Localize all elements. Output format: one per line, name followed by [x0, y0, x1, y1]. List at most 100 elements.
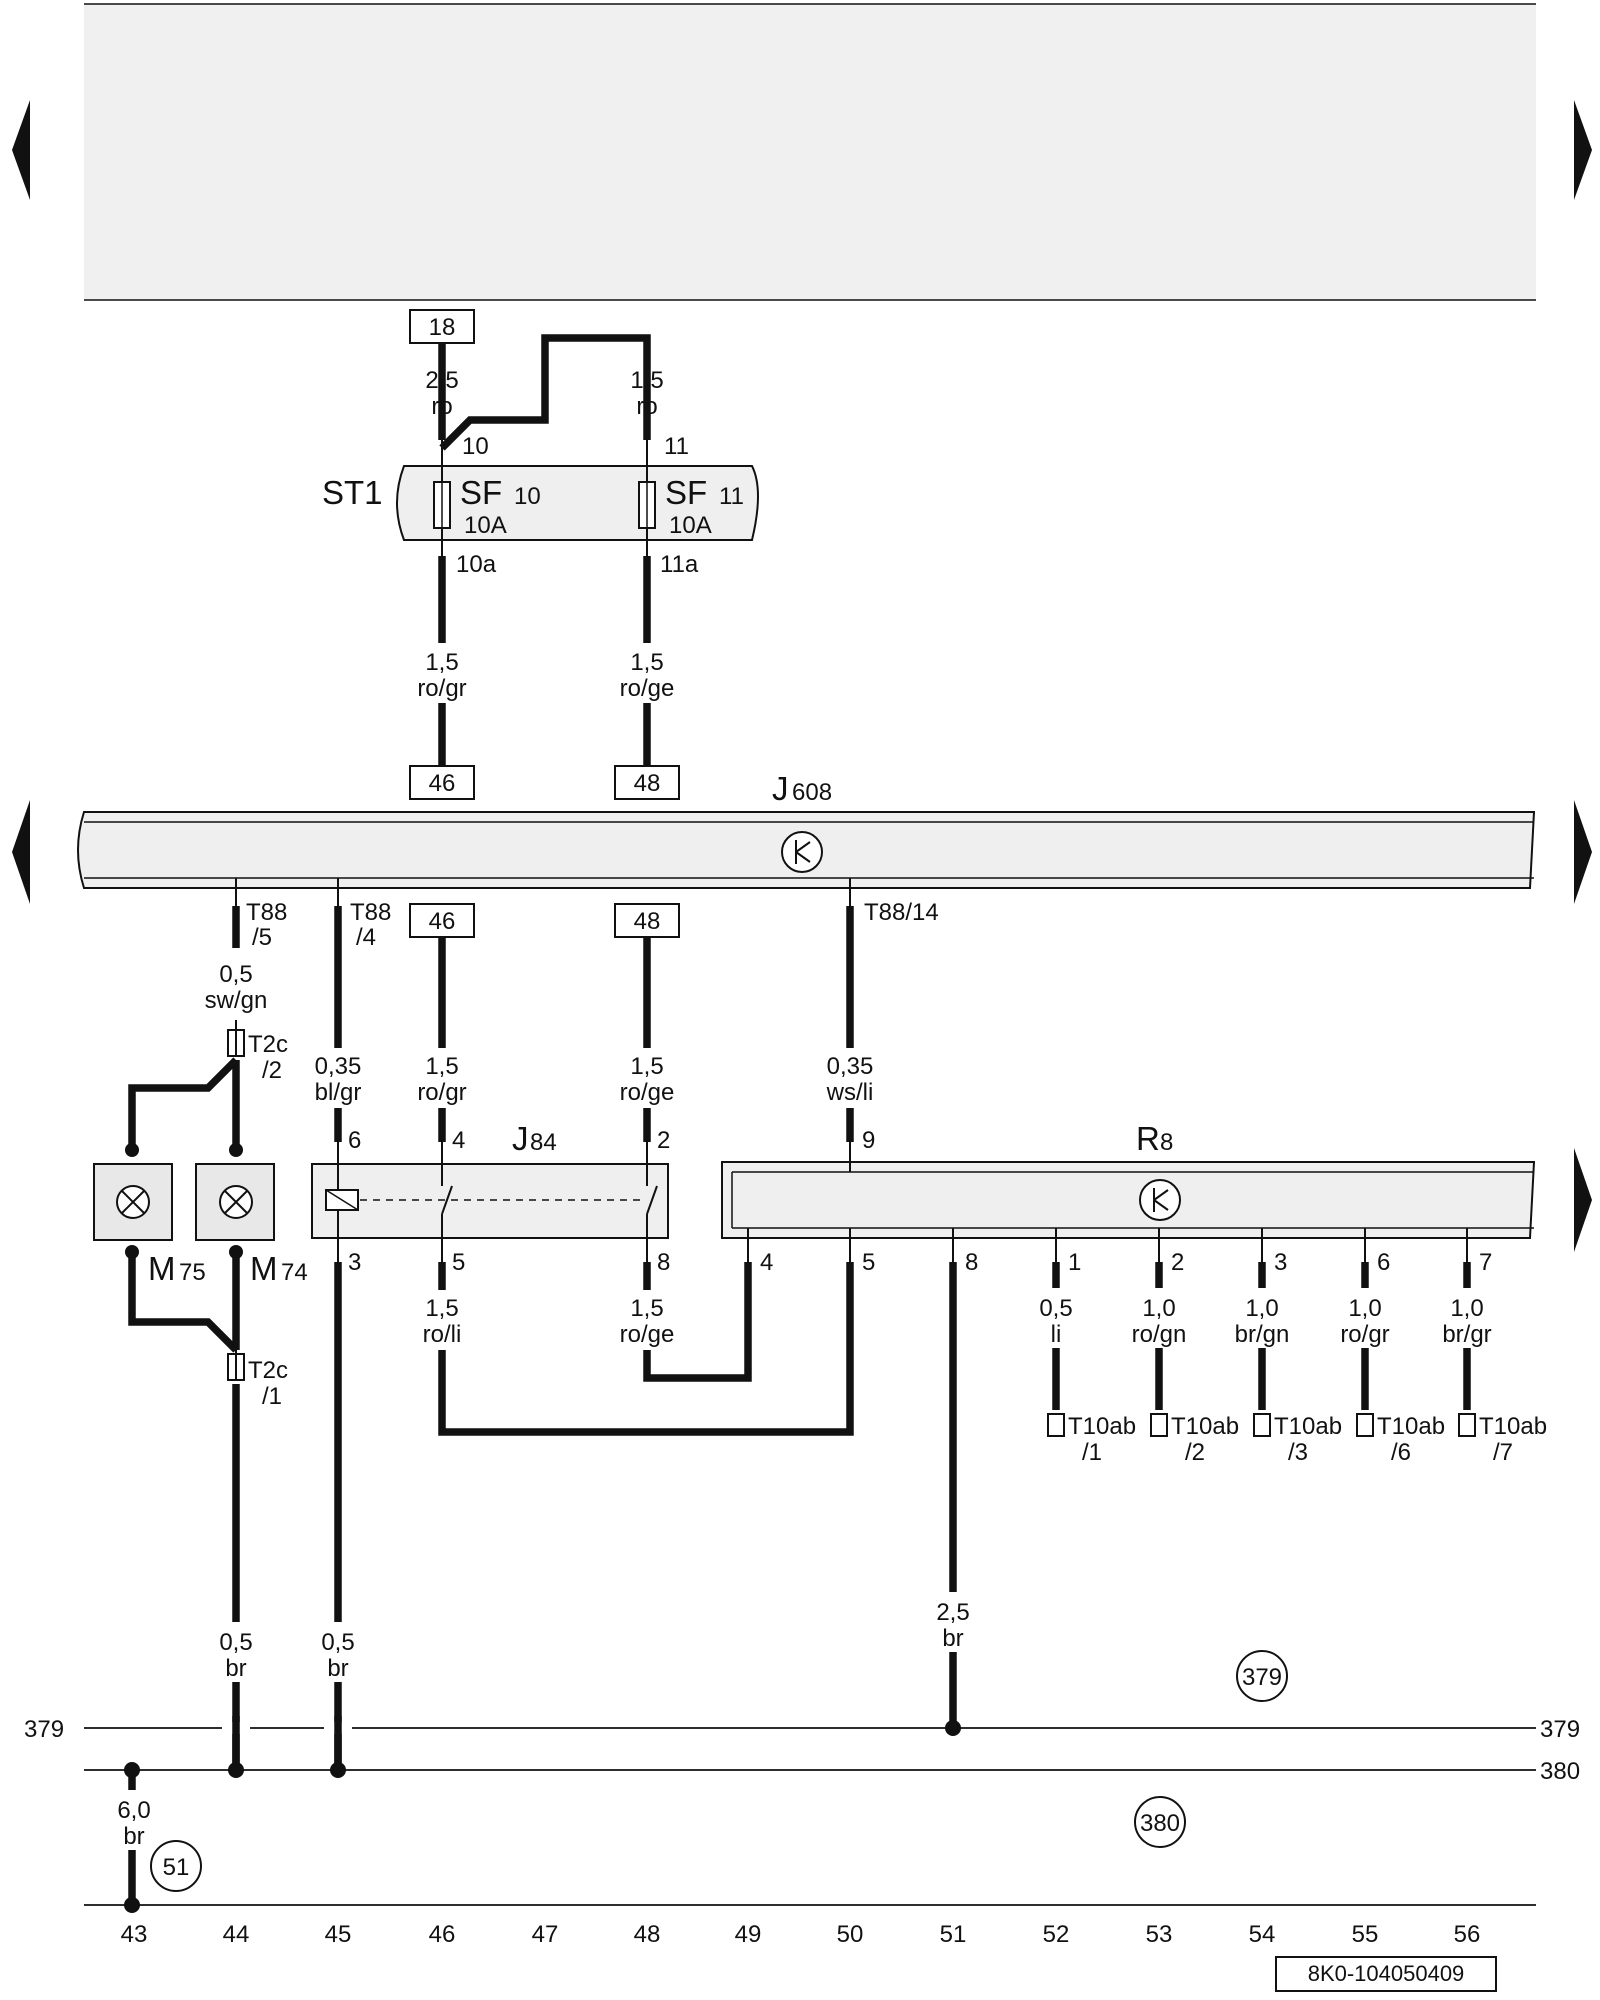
continue-right-arrow-top[interactable]	[1574, 100, 1592, 200]
column-number: 49	[735, 1921, 762, 1948]
pin-label: 4	[760, 1249, 773, 1276]
continue-left-arrow-j608[interactable]	[12, 800, 30, 904]
fuse-number: 11	[719, 483, 744, 510]
column-number: 48	[634, 1921, 661, 1948]
pin-label: 4	[452, 1127, 465, 1154]
column-number: 43	[121, 1921, 148, 1948]
wire-label-bg	[1332, 1288, 1398, 1348]
connector-icon	[1253, 1413, 1271, 1437]
ref-box-48	[614, 765, 680, 800]
r8-output-2: 1,0 ro/gn T10ab /2	[1126, 1262, 1239, 1466]
continue-right-arrow-j608[interactable]	[1574, 800, 1592, 904]
bus-label-left: 379	[24, 1716, 64, 1743]
wire-m75-return	[128, 1252, 239, 1353]
column-number: 47	[532, 1921, 559, 1948]
wire-label-bg	[615, 643, 681, 703]
wire-label-color: ro/ge	[620, 675, 675, 702]
pin-label: 11a	[660, 551, 699, 578]
wire-label-size: 1,5	[425, 1053, 458, 1080]
connector-label: T10ab	[1171, 1413, 1239, 1440]
connector-label: T2c	[248, 1357, 288, 1384]
wire-label-color: ro/ge	[620, 1321, 675, 1348]
pin-label: 2	[1171, 1249, 1184, 1276]
r8-output-6: 1,0 ro/gr T10ab /6	[1332, 1262, 1445, 1466]
continue-right-arrow-r8[interactable]	[1574, 1148, 1592, 1252]
wire-label-size: 0,5	[219, 1629, 252, 1656]
motor-icon-cross	[224, 1190, 248, 1214]
connector-label: T10ab	[1479, 1413, 1547, 1440]
pin-label: T88	[246, 899, 287, 926]
wire-label-size: 1,0	[1245, 1295, 1278, 1322]
ground-point-379	[1236, 1650, 1288, 1702]
wire-label-size: 1,5	[630, 1295, 663, 1322]
column-number: 50	[837, 1921, 864, 1948]
ground-point-380	[1134, 1796, 1186, 1848]
motor-icon-cross	[121, 1190, 145, 1214]
pin-label: 8	[965, 1249, 978, 1276]
wire-label-bg	[1126, 1288, 1192, 1348]
junction-dot	[125, 1143, 139, 1157]
wire-label-bg	[615, 1290, 681, 1350]
module-name: J	[772, 770, 789, 807]
pin-label: 6	[348, 1127, 361, 1154]
document-code-box	[1275, 1956, 1497, 1992]
wire-label-color: ro	[431, 393, 452, 420]
connector-label: T10ab	[1274, 1413, 1342, 1440]
wire-label-color: sw/gn	[205, 987, 268, 1014]
motor-number: 74	[281, 1259, 308, 1286]
continue-left-arrow-top[interactable]	[12, 100, 30, 200]
motor-m74	[195, 1163, 275, 1241]
control-unit-icon-symbol	[1153, 1188, 1169, 1212]
wire-label-color: ws/li	[826, 1079, 874, 1106]
pin-label: 3	[1274, 1249, 1287, 1276]
junction-dot	[229, 1143, 243, 1157]
wire-label-color: li	[1051, 1321, 1062, 1348]
column-number: 53	[1146, 1921, 1173, 1948]
column-number: 44	[223, 1921, 250, 1948]
relay-switch-icon	[441, 1185, 453, 1215]
pin-label: T88/14	[864, 899, 939, 926]
wire-label-size: 1,0	[1348, 1295, 1381, 1322]
connector-icon	[1356, 1413, 1374, 1437]
junction-dot	[228, 1762, 244, 1778]
r8-output-1: 0,5 li T10ab /1	[1030, 1262, 1136, 1466]
bus-label-right: 379	[1540, 1716, 1580, 1743]
relay-coil-diagonal	[325, 1189, 359, 1211]
module-number: 8	[1160, 1129, 1173, 1156]
pin-label: 5	[862, 1249, 875, 1276]
column-number: 54	[1249, 1921, 1276, 1948]
fuse-name: SF	[665, 474, 707, 511]
wire-label-color: br/gr	[1442, 1321, 1491, 1348]
connector-label-sub: /1	[262, 1383, 282, 1410]
wire-label-color: ro/gn	[1132, 1321, 1187, 1348]
fuse-number: 10	[514, 483, 541, 510]
pin-label-sub: /5	[252, 924, 272, 951]
connector-label-sub: /1	[1082, 1439, 1102, 1466]
wire-label-color: ro/gr	[1340, 1321, 1389, 1348]
wire-label-size: 0,35	[827, 1053, 874, 1080]
ref-label: 46	[429, 908, 456, 935]
pin-label-sub: /4	[356, 924, 376, 951]
pin-label: 5	[452, 1249, 465, 1276]
junction-dot	[124, 1897, 140, 1913]
column-number: 45	[325, 1921, 352, 1948]
document-code: 8K0-104050409	[1308, 1961, 1465, 1986]
wire-label-color: br	[942, 1625, 963, 1652]
pin-label: 7	[1479, 1249, 1492, 1276]
connector-label-sub: /2	[1185, 1439, 1205, 1466]
relay-number: 84	[530, 1129, 557, 1156]
pin-label: T88	[350, 899, 391, 926]
wire-label-color: br/gn	[1235, 1321, 1290, 1348]
ground-point-label: 379	[1242, 1664, 1282, 1691]
junction-dot	[124, 1762, 140, 1778]
pin-label: 10a	[456, 551, 497, 578]
wire-label-size: 1,0	[1450, 1295, 1483, 1322]
motor-name: M	[148, 1250, 176, 1287]
wire-label-bg	[106, 1790, 158, 1850]
connector-label: T2c	[248, 1031, 288, 1058]
wire-label-bg	[927, 1592, 979, 1652]
connector-label-sub: /6	[1391, 1439, 1411, 1466]
pin-label: 3	[348, 1249, 361, 1276]
connector-label-sub: /3	[1288, 1439, 1308, 1466]
